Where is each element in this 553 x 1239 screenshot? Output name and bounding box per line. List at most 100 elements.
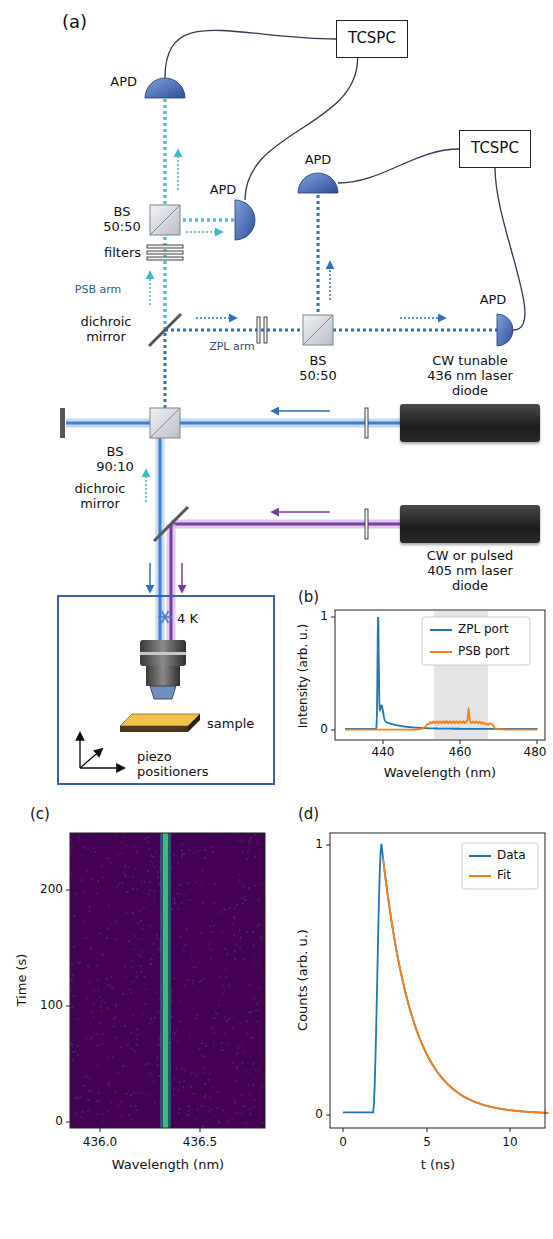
noise-speck	[97, 880, 99, 882]
noise-speck	[76, 1018, 78, 1020]
beam-splitter-cube	[150, 205, 180, 235]
figure-label: BS 50:50	[100, 205, 144, 235]
noise-speck	[174, 902, 176, 904]
noise-speck	[180, 1021, 182, 1023]
noise-speck	[83, 847, 85, 849]
noise-speck	[132, 912, 134, 914]
noise-speck	[250, 1113, 252, 1115]
noise-speck	[238, 880, 240, 882]
figure-label: filters	[104, 246, 141, 261]
waveplate	[257, 317, 368, 539]
noise-speck	[199, 1048, 201, 1050]
noise-speck	[243, 959, 245, 961]
noise-speck	[157, 1064, 159, 1066]
noise-speck	[248, 1085, 250, 1087]
noise-speck	[188, 849, 190, 851]
noise-speck	[143, 907, 145, 909]
plot-frame	[70, 833, 265, 1128]
legend-box	[462, 843, 538, 889]
noise-speck	[140, 965, 142, 967]
laser-diode: CW tunable 436 nm laser diode	[400, 404, 540, 442]
noise-speck	[110, 987, 112, 989]
apd-dome-shape	[145, 78, 185, 98]
beam-splitter-cube	[150, 408, 180, 438]
noise-speck	[196, 1014, 198, 1016]
noise-speck	[91, 878, 93, 880]
apd-detector: APD	[145, 78, 185, 98]
noise-speck	[145, 837, 147, 839]
noise-speck	[178, 1112, 180, 1114]
noise-speck	[143, 1013, 145, 1015]
noise-speck	[249, 841, 251, 843]
noise-speck	[250, 837, 252, 839]
noise-speck	[107, 1057, 109, 1059]
noise-speck	[226, 1020, 228, 1022]
noise-speck	[241, 897, 243, 899]
noise-speck	[221, 985, 223, 987]
noise-speck	[174, 1078, 176, 1080]
legend-line	[430, 629, 452, 631]
noise-speck	[89, 1039, 91, 1041]
noise-speck	[130, 1094, 132, 1096]
noise-speck	[181, 842, 183, 844]
noise-speck	[145, 988, 147, 990]
noise-speck	[134, 1050, 136, 1052]
noise-speck	[231, 1118, 233, 1120]
noise-speck	[242, 903, 244, 905]
noise-speck	[198, 981, 200, 983]
noise-speck	[87, 965, 89, 967]
noise-speck	[217, 1107, 219, 1109]
noise-speck	[190, 1086, 192, 1088]
noise-speck	[132, 967, 134, 969]
noise-speck	[213, 924, 215, 926]
noise-speck	[239, 874, 241, 876]
noise-speck	[88, 1110, 90, 1112]
noise-speck	[184, 1069, 186, 1071]
sample-label: sample	[207, 717, 254, 732]
figure-label: 436.0	[83, 1136, 117, 1150]
apd-dome	[145, 78, 185, 98]
noise-speck	[256, 1021, 258, 1023]
noise-speck	[130, 992, 132, 994]
noise-speck	[228, 1043, 230, 1045]
noise-speck	[179, 884, 181, 886]
noise-speck	[215, 1012, 217, 1014]
noise-speck	[127, 867, 129, 869]
noise-speck	[111, 976, 113, 978]
noise-speck	[233, 934, 235, 936]
noise-speck	[144, 976, 146, 978]
noise-speck	[89, 910, 91, 912]
noise-speck	[101, 1010, 103, 1012]
figure-label: dichroic mirror	[72, 315, 140, 345]
noise-speck	[115, 835, 117, 837]
noise-speck	[233, 847, 235, 849]
noise-speck	[149, 1022, 151, 1024]
noise-speck	[122, 993, 124, 995]
noise-speck	[197, 1109, 199, 1111]
noise-speck	[251, 1011, 253, 1013]
noise-speck	[181, 902, 183, 904]
noise-speck	[89, 1077, 91, 1079]
noise-speck	[133, 948, 135, 950]
noise-speck	[239, 947, 241, 949]
noise-speck	[252, 945, 254, 947]
noise-speck	[144, 881, 146, 883]
noise-speck	[210, 958, 212, 960]
noise-speck	[140, 938, 142, 940]
noise-speck	[251, 1037, 253, 1039]
noise-speck	[179, 1081, 181, 1083]
legend-label: ZPL port	[458, 623, 509, 637]
noise-speck	[156, 937, 158, 939]
noise-speck	[114, 1091, 116, 1093]
spectrogram-ground	[70, 833, 265, 1128]
noise-speck	[199, 884, 201, 886]
noise-speck	[100, 1006, 102, 1008]
noise-speck	[178, 1108, 180, 1110]
noise-speck	[255, 1010, 257, 1012]
noise-speck	[252, 931, 254, 933]
noise-speck	[136, 851, 138, 853]
noise-speck	[75, 1097, 77, 1099]
noise-speck	[88, 906, 90, 908]
noise-speck	[221, 931, 223, 933]
figure-label: Time (s)	[15, 954, 30, 1007]
